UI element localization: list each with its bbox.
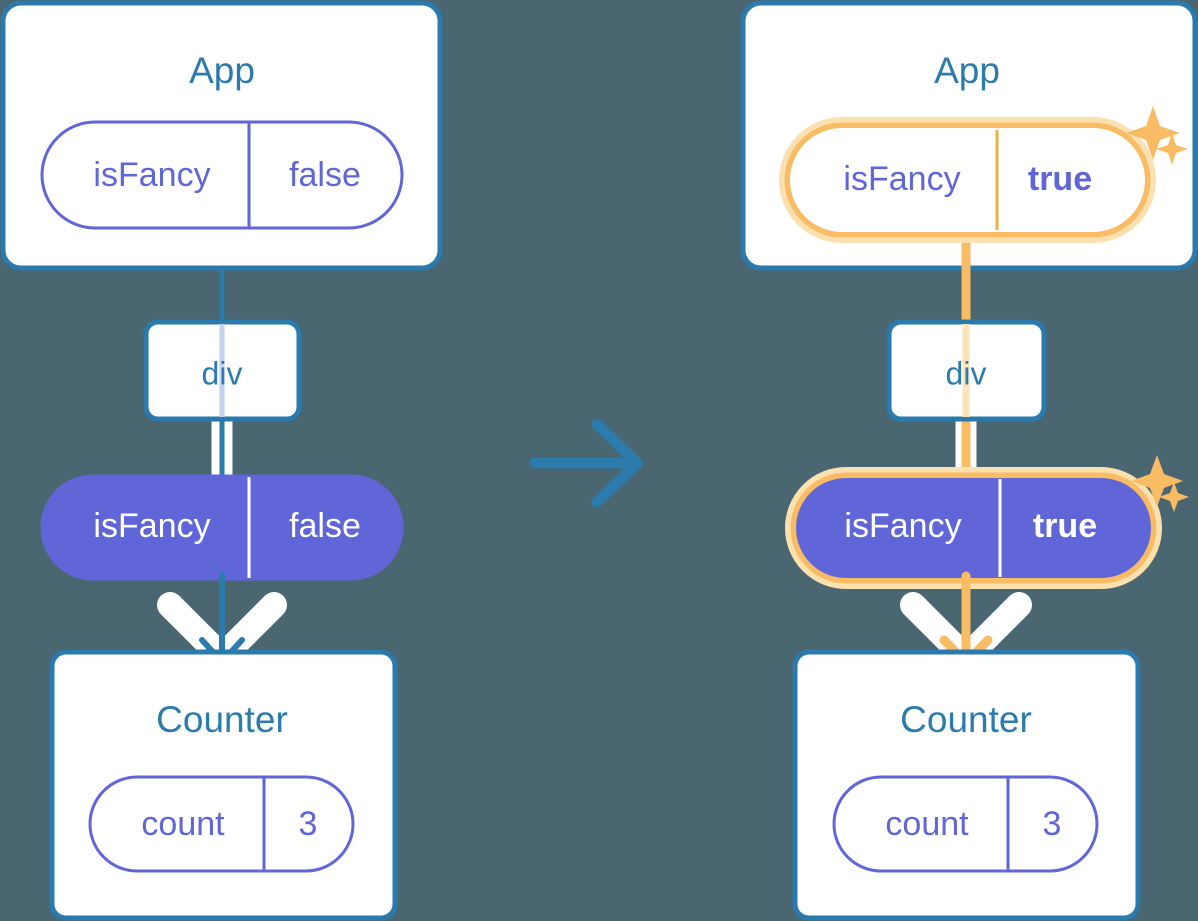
before-state-group: App isFancy false div isFancy false: [0, 0, 443, 921]
app-state-pill-rect-before: [40, 120, 404, 230]
counter-card-before[interactable]: Counter count 3: [49, 649, 398, 921]
counter-state-pill-rect-after: [832, 775, 1099, 873]
prop-pill-value-after: true: [1033, 507, 1097, 545]
counter-state-value-before: 3: [299, 805, 318, 843]
prop-pill-before[interactable]: isFancy false: [40, 474, 404, 581]
app-state-pill-after[interactable]: isFancy true: [779, 117, 1156, 243]
sparkle-large-icon-2: [1131, 455, 1183, 507]
app-state-pill-before[interactable]: isFancy false: [40, 120, 404, 230]
prop-pill-name-before: isFancy: [93, 507, 210, 545]
app-state-pill-rect-after: [790, 128, 1145, 232]
div-node-after[interactable]: div: [886, 319, 1047, 422]
prop-pill-value-before: false: [289, 507, 361, 545]
app-state-name-before: isFancy: [93, 156, 210, 194]
div-node-title-before: div: [202, 355, 243, 391]
app-state-name-after: isFancy: [843, 160, 960, 198]
counter-card-title-before: Counter: [156, 699, 288, 740]
app-card-title-before: App: [189, 50, 255, 91]
counter-state-value-after: 3: [1043, 805, 1062, 843]
prop-flow-arrow-before: [199, 572, 245, 665]
prop-pill-rect-after: [796, 478, 1151, 578]
sparkle-small-icon: [1156, 133, 1188, 165]
counter-card-title-after: Counter: [900, 699, 1032, 740]
app-state-value-after: true: [1028, 160, 1092, 198]
app-state-value-before: false: [289, 156, 361, 194]
counter-state-name-after: count: [885, 805, 969, 843]
counter-state-pill-before[interactable]: count 3: [88, 775, 355, 873]
counter-state-pill-rect-before: [88, 775, 355, 873]
arrow-right-icon: [529, 418, 643, 508]
counter-state-pill-after[interactable]: count 3: [832, 775, 1099, 873]
div-node-before[interactable]: div: [143, 319, 302, 422]
div-node-title-after: div: [946, 355, 987, 391]
after-state-group: App isFancy true div: [740, 0, 1198, 921]
prop-pill-name-after: isFancy: [844, 507, 961, 545]
app-card-before[interactable]: App isFancy false: [0, 0, 443, 271]
app-card-title-after: App: [934, 50, 1000, 91]
sparkle-small-icon-2: [1159, 482, 1189, 512]
counter-state-name-before: count: [141, 805, 225, 843]
counter-card-after[interactable]: Counter count 3: [792, 649, 1141, 921]
sparkle-large-icon: [1126, 106, 1180, 160]
prop-pill-after[interactable]: isFancy true: [785, 467, 1162, 589]
